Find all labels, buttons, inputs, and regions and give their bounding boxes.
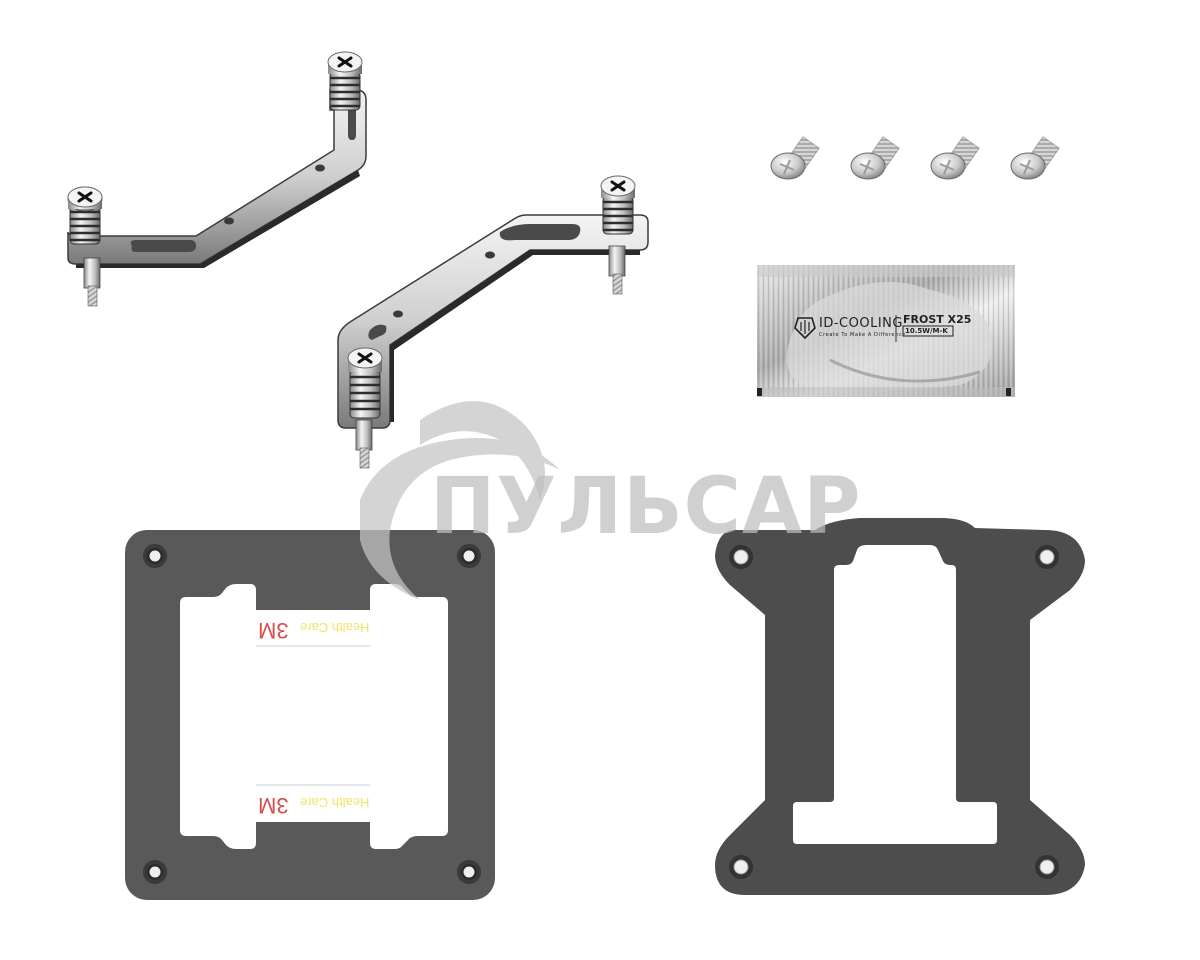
mounting-hole-icon [457, 860, 481, 884]
tape-label-text: Health Care [300, 620, 370, 635]
mounting-hole-icon [143, 544, 167, 568]
thermal-paste-sachet [757, 265, 1015, 397]
screw-icon [930, 136, 980, 180]
watermark-text: ПУЛЬСАР [430, 462, 862, 552]
paste-brand: ID-COOLING [819, 316, 903, 331]
tape-label-brand: 3M [258, 618, 289, 643]
screw-icon [770, 136, 820, 180]
paste-product: FROST X25 [903, 313, 972, 326]
mounting-bracket-right [337, 175, 649, 469]
backplate-square [125, 530, 495, 900]
screw-set [770, 136, 1060, 180]
paste-spec: 10.5W/M-K [905, 327, 948, 335]
mounting-hole-icon [729, 545, 753, 569]
tape-label-brand: 3M [258, 793, 289, 818]
mounting-hole-icon [457, 544, 481, 568]
mounting-hole-icon [729, 855, 753, 879]
screw-icon [1010, 136, 1060, 180]
tape-label-text: Health Care [300, 795, 370, 810]
mounting-hole-icon [1035, 545, 1059, 569]
backplate-intel [715, 518, 1085, 895]
mounting-bracket-left [67, 51, 367, 307]
mounting-hole-icon [1035, 855, 1059, 879]
mounting-hole-icon [143, 860, 167, 884]
watermark-logo-icon [360, 401, 560, 600]
paste-slogan: Create To Make A Difference [819, 332, 906, 338]
screw-icon [850, 136, 900, 180]
